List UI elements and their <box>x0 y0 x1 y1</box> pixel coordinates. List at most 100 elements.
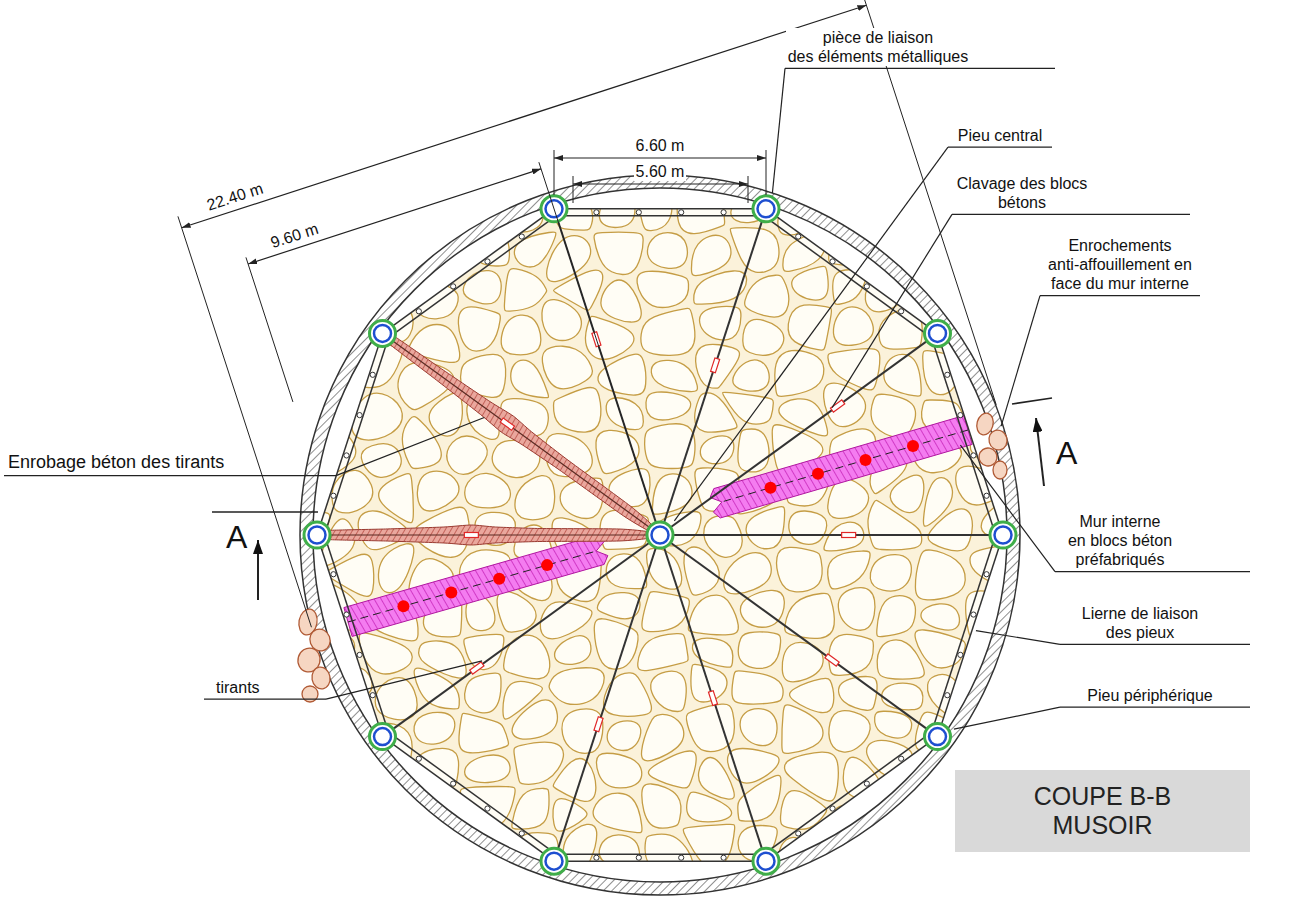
inner-wall-band <box>348 552 594 622</box>
rubble-fill <box>687 792 732 822</box>
rubble-fill <box>890 475 924 512</box>
turnbuckle <box>825 654 839 666</box>
leader-line <box>772 68 785 193</box>
pile-wale <box>762 214 934 339</box>
outer-ring <box>313 188 1007 882</box>
inner-wall-band <box>397 600 409 612</box>
pile-wale <box>324 533 390 735</box>
text-line: en blocs béton <box>1068 531 1172 550</box>
rubble-fill <box>732 671 783 704</box>
pile-wale <box>554 215 766 217</box>
tie-rod <box>554 535 660 861</box>
rubble-fill <box>974 361 1068 419</box>
rubble-fill <box>598 354 646 395</box>
rubble-fill <box>447 436 487 474</box>
tie-encasement <box>317 534 660 535</box>
rubble-fill <box>915 712 987 755</box>
callout-label: Enrochements anti-affouillement en face … <box>1046 236 1194 294</box>
rubble-fill <box>259 758 378 828</box>
section-mark <box>1012 398 1052 404</box>
rubble-fill <box>829 231 867 265</box>
rubble-fill <box>549 668 604 705</box>
rubble-fill <box>738 632 780 668</box>
pile-wale <box>416 309 421 314</box>
rubble-fill <box>604 673 652 716</box>
pile <box>924 320 950 346</box>
text-line: pièce de liaison <box>788 28 969 47</box>
turnbuckle <box>711 358 720 373</box>
rubble-fill <box>257 132 403 293</box>
dimension-label: 6.60 m <box>634 136 687 155</box>
rubble-fill <box>504 635 550 679</box>
tie-rod <box>383 333 660 535</box>
rubble-fill <box>399 204 467 278</box>
pile-wale <box>937 535 1003 737</box>
inner-wall-band <box>812 468 824 480</box>
rubble-fill <box>554 387 601 432</box>
rubble-fill <box>835 804 903 865</box>
leader-line <box>1001 296 1040 427</box>
pile-wale <box>331 572 336 577</box>
dimension-line <box>554 150 555 195</box>
pile <box>647 522 673 548</box>
label-underline <box>1040 295 1200 296</box>
tie-rod <box>383 535 660 737</box>
dimension-line <box>539 162 653 514</box>
text-line: Enrochements <box>1048 236 1192 255</box>
turnbuckle <box>464 332 855 732</box>
rubble-fill <box>871 394 915 437</box>
text-line: des pieux <box>1082 623 1199 642</box>
pile-wale <box>357 413 362 418</box>
rubble-fill <box>782 705 823 754</box>
pile-wale <box>958 413 963 418</box>
pile <box>304 522 330 548</box>
title-text: COUPE B-B MUSOIR <box>1034 782 1172 840</box>
turnbuckle <box>842 533 856 538</box>
pile-wale <box>796 234 801 239</box>
pile-wale <box>636 210 641 215</box>
rubble-fill <box>642 784 681 828</box>
rubble-fill <box>928 509 972 551</box>
pile-wale <box>485 259 490 264</box>
dimension-label: 5.60 m <box>634 162 687 181</box>
inner-wall-band <box>344 535 608 636</box>
pile-wale <box>324 336 390 538</box>
pile-wale <box>317 333 383 535</box>
label-underline <box>1060 707 1250 708</box>
section-mark <box>257 540 259 600</box>
pile <box>546 853 563 870</box>
rubble-fill <box>882 683 923 710</box>
rubble-fill <box>254 709 370 795</box>
rubble-fill <box>877 596 916 637</box>
pile-wale <box>830 259 835 264</box>
rubble-fill <box>542 346 592 389</box>
pile-wale <box>721 855 726 860</box>
pile <box>374 325 391 342</box>
callout-label: Mur interne en blocs béton préfabriqués <box>1066 512 1174 570</box>
leader-line <box>832 214 952 407</box>
pile-wale <box>721 210 726 215</box>
rubble-fill <box>645 424 695 469</box>
pile-wale <box>317 209 1003 861</box>
rubble-fill <box>966 671 1066 773</box>
text-line: bétons <box>957 193 1088 212</box>
pile <box>309 527 326 544</box>
scour-rocks <box>974 411 1009 479</box>
turnbuckle <box>594 717 603 732</box>
rubble-fill <box>781 791 827 830</box>
rubble-fill <box>465 473 511 508</box>
rubble-fill <box>738 429 769 472</box>
rubble-fill <box>651 671 686 711</box>
rubble-fill <box>693 126 742 177</box>
text-line: Lierne de liaison <box>1082 604 1199 623</box>
pile-wale <box>370 372 375 377</box>
rubble-fill <box>585 316 634 359</box>
rubble-fill <box>641 308 695 355</box>
rubble-fill <box>684 547 719 595</box>
inner-wall-band <box>710 416 972 518</box>
tie-rod <box>660 333 937 535</box>
turnbuckle <box>464 533 478 538</box>
rubble-fill <box>317 209 1003 861</box>
rubble-fill <box>647 233 687 269</box>
